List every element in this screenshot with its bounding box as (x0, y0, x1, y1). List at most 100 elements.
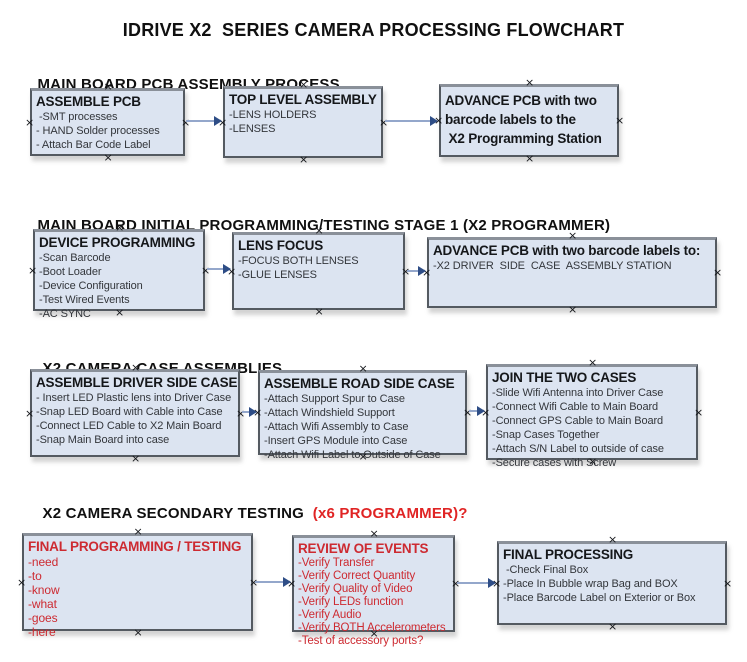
flow-box-assemble-pcb: ASSEMBLE PCB -SMT processes - HAND Solde… (25, 81, 190, 163)
section-header-secondary-testing: X2 CAMERA SECONDARY TESTING (x6 PROGRAMM… (25, 488, 468, 539)
connection-anchor-icon: × (133, 626, 143, 639)
box-line: -Slide Wifi Antenna into Driver Case (492, 387, 664, 399)
box-line: -Place In Bubble wrap Bag and BOX (503, 578, 678, 590)
connection-anchor-icon: × (287, 577, 297, 590)
connection-anchor-icon: × (253, 406, 263, 419)
box-line: -Test Wired Events (39, 294, 130, 306)
box-title: ASSEMBLE PCB (36, 94, 141, 109)
box-line: -Attach Wifi Assembly to Case (264, 421, 409, 433)
connection-anchor-icon: × (25, 115, 35, 129)
connection-anchor-icon: × (133, 525, 143, 538)
box-line: -Place Barcode Label on Exterior or Box (503, 592, 696, 604)
box-line: -Attach Wifi Label to Outside of Case (264, 449, 441, 461)
box-line: -Attach Support Spur to Case (264, 393, 405, 405)
connection-anchor-icon: × (131, 361, 141, 374)
arrow-shaft (186, 120, 216, 122)
box-line: -Secure cases with Screw (492, 457, 617, 469)
box-title: FINAL PROGRAMMING / TESTING (28, 539, 242, 554)
box-title: LENS FOCUS (238, 238, 324, 253)
box-line: -Boot Loader (39, 266, 102, 278)
connection-anchor-icon: × (218, 115, 228, 129)
box-title: REVIEW OF EVENTS (298, 541, 429, 556)
connection-anchor-icon: × (358, 450, 368, 463)
connection-anchor-icon: × (615, 114, 625, 127)
box-line: -need (28, 555, 59, 569)
box-line: -to (28, 569, 42, 583)
connection-anchor-icon: × (314, 224, 324, 237)
connection-anchor-icon: × (588, 356, 598, 369)
box-line: -X2 DRIVER SIDE CASE ASSEMBLY STATION (433, 260, 672, 272)
section-header-text: X2 CAMERA SECONDARY TESTING (42, 505, 313, 522)
connection-anchor-icon: × (369, 627, 379, 640)
flow-arrow (186, 116, 222, 126)
connection-anchor-icon: × (694, 405, 704, 419)
flow-box-assemble-driver-side-case: ASSEMBLE DRIVER SIDE CASE - Insert LED P… (25, 362, 245, 464)
flow-box-advance-pcb-to-programming-station: ADVANCE PCB with two barcode labels to t… (434, 77, 624, 164)
box-line: -LENS HOLDERS (229, 109, 317, 121)
section-header-red-suffix: (x6 PROGRAMMER)? (312, 505, 468, 522)
connection-anchor-icon: × (115, 306, 125, 319)
box-title: JOIN THE TWO CASES (492, 370, 637, 385)
box-line: -Verify LEDs function (298, 596, 404, 608)
arrowhead-icon (418, 266, 426, 276)
box-line: -LENSES (229, 123, 276, 135)
box-line: -Snap Main Board into case (36, 434, 170, 446)
box-line: barcode labels to the (445, 112, 576, 127)
box-line: -Device Configuration (39, 280, 143, 292)
flow-box-top-level-assembly: TOP LEVEL ASSEMBLY -LENS HOLDERS -LENSES… (218, 79, 388, 165)
flow-box-join-the-two-cases: JOIN THE TWO CASES -Slide Wifi Antenna i… (481, 357, 703, 469)
box-line: - Insert LED Plastic lens into Driver Ca… (36, 392, 232, 404)
box-title: ASSEMBLE ROAD SIDE CASE (264, 376, 455, 391)
box-line: -Snap Cases Together (492, 429, 600, 441)
box-line: - HAND Solder processes (36, 125, 160, 137)
box-title: DEVICE PROGRAMMING (39, 235, 196, 250)
connection-anchor-icon: × (525, 76, 535, 89)
flow-box-lens-focus: LENS FOCUS -FOCUS BOTH LENSES -GLUE LENS… (227, 225, 410, 317)
flow-box-device-programming: DEVICE PROGRAMMING -Scan Barcode -Boot L… (28, 222, 210, 320)
box-line: -Scan Barcode (39, 252, 111, 264)
connection-anchor-icon: × (358, 362, 368, 375)
arrow-shaft (407, 270, 420, 272)
arrowhead-icon (214, 116, 222, 126)
connection-anchor-icon: × (451, 577, 461, 590)
box-line: -Attach S/N Label to outside of case (492, 443, 664, 455)
box-line: -Verify Audio (298, 609, 362, 621)
connection-anchor-icon: × (299, 153, 309, 166)
connection-anchor-icon: × (249, 575, 259, 589)
box-line: ADVANCE PCB with two (445, 93, 597, 108)
connection-anchor-icon: × (369, 527, 379, 540)
flow-box-final-programming-testing: FINAL PROGRAMMING / TESTING -need -to -k… (17, 526, 258, 639)
box-title: ADVANCE PCB with two barcode labels to: (433, 243, 701, 258)
connection-anchor-icon: × (236, 406, 246, 420)
connection-anchor-icon: × (568, 303, 578, 316)
box-line: -Attach Windshield Support (264, 407, 395, 419)
flow-arrow (407, 266, 426, 276)
arrowhead-icon (223, 264, 231, 274)
connection-anchor-icon: × (25, 406, 35, 420)
connection-anchor-icon: × (525, 152, 535, 165)
box-line: -Verify Transfer (298, 557, 375, 569)
box-line: -goes (28, 611, 58, 625)
arrow-shaft (242, 411, 251, 413)
flow-box-advance-pcb-to-case-assembly: ADVANCE PCB with two barcode labels to: … (422, 230, 722, 315)
arrow-shaft (457, 582, 490, 584)
box-line: -Connect GPS Cable to Main Board (492, 415, 664, 427)
box-line: -Connect Wifi Cable to Main Board (492, 401, 659, 413)
arrowhead-icon (430, 116, 438, 126)
connection-anchor-icon: × (314, 305, 324, 318)
flow-arrow (255, 577, 291, 587)
connection-anchor-icon: × (131, 452, 141, 465)
box-line: -Connect LED Cable to X2 Main Board (36, 420, 222, 432)
box-line: -AC SYNC (39, 308, 91, 320)
box-line: -know (28, 583, 60, 597)
connection-anchor-icon: × (608, 533, 618, 546)
connection-anchor-icon: × (481, 405, 491, 419)
arrowhead-icon (488, 578, 496, 588)
connection-anchor-icon: × (201, 263, 211, 277)
connection-anchor-icon: × (28, 263, 38, 277)
box-line: -Test of accessory ports? (298, 635, 424, 647)
connection-anchor-icon: × (299, 78, 309, 91)
flow-box-review-of-events: REVIEW OF EVENTS -Verify Transfer -Verif… (287, 528, 460, 647)
arrowhead-icon (477, 406, 485, 416)
